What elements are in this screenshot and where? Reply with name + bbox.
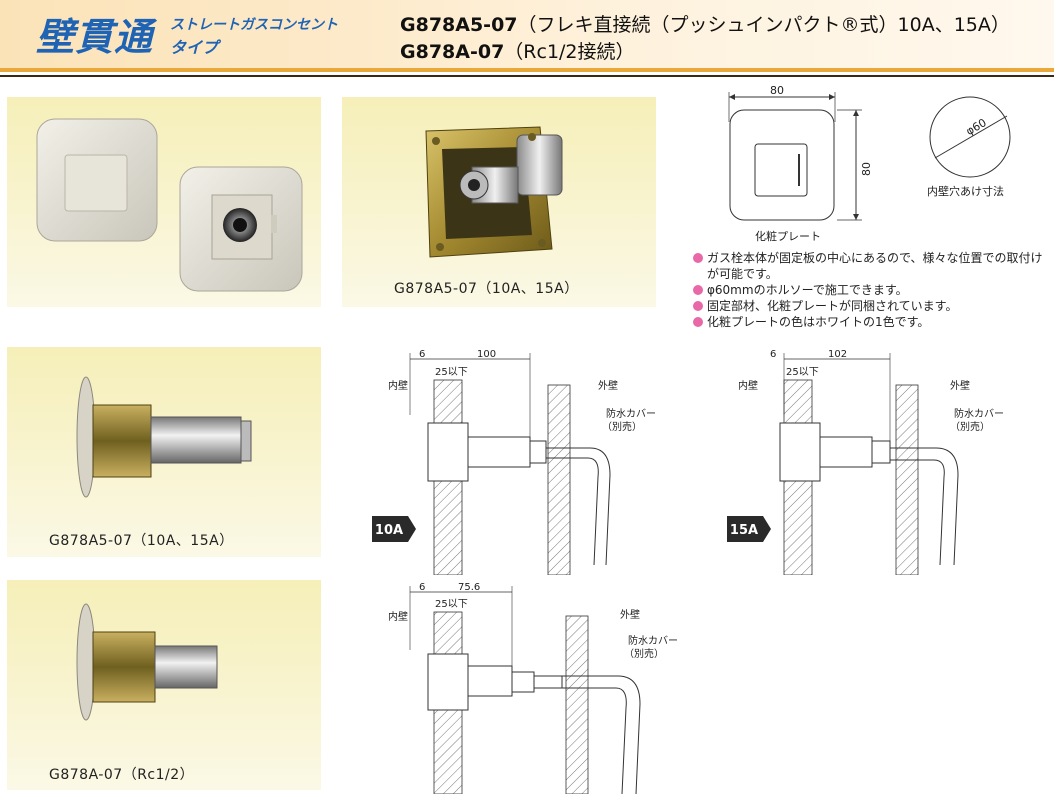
inner-wall-label: 内壁	[738, 379, 758, 392]
cover-note: （別売）	[602, 420, 642, 433]
dim-total: 102	[828, 349, 847, 360]
note-item: φ60mmのホルソーで施工できます。	[693, 282, 1043, 298]
photo-panel-side-a5: G878A5-07（10A、15A）	[7, 347, 321, 557]
note-item: 化粧プレートの色はホワイトの1色です。	[693, 314, 1043, 330]
bullet-dot-icon	[693, 301, 703, 311]
dim-left: 6	[419, 349, 425, 360]
plate-dimension-drawing: 80 80 化粧プレート φ60 内壁穴あけ寸法	[728, 84, 1011, 243]
model-line-2: G878A-07（Rc1/2接続）	[400, 37, 635, 64]
box-photo-image	[425, 126, 563, 258]
inner-wall-label: 内壁	[388, 379, 408, 392]
cover-note: （別売）	[624, 647, 664, 660]
photo-caption-box: G878A5-07（10A、15A）	[394, 281, 579, 297]
brand-subtitle-1: ストレートガスコンセント	[170, 17, 338, 33]
dim-total: 100	[477, 349, 496, 360]
note-item: 固定部材、化粧プレートが同梱されています。	[693, 298, 1043, 314]
photo-panel-side-rc: G878A-07（Rc1/2）	[7, 580, 321, 790]
note-item: ガス栓本体が固定板の中心にあるので、様々な位置での取付けが可能です。	[693, 250, 1043, 282]
plate-label: 化粧プレート	[755, 229, 821, 243]
section-diagram-15a: 6 102 25以下 内壁 外壁 防水カバー （別売）	[738, 349, 1004, 575]
plate-width-dim: 80	[770, 84, 784, 97]
inner-wall-label: 内壁	[388, 610, 408, 623]
outer-wall-label: 外壁	[950, 379, 970, 392]
size-badge-10a: 10A	[372, 516, 416, 542]
plate-height-dim: 80	[860, 162, 873, 176]
dim-left: 6	[770, 349, 776, 360]
model2-desc: （Rc1/2接続）	[504, 41, 635, 63]
section-diagram-10a: 6 100 25以下 内壁 外壁 防水カバー （別売）	[388, 349, 656, 575]
model1-code: G878A5-07	[400, 14, 518, 36]
photo-caption-side-rc: G878A-07（Rc1/2）	[49, 767, 195, 783]
photo-panel-box: G878A5-07（10A、15A）	[342, 97, 656, 307]
photo-caption-side-a5: G878A5-07（10A、15A）	[49, 533, 234, 549]
outer-wall-label: 外壁	[598, 379, 618, 392]
header-rule-orange	[0, 68, 1054, 72]
model2-code: G878A-07	[400, 41, 505, 63]
dim-wall: 25以下	[435, 599, 468, 610]
brand-subtitle-2: タイプ	[170, 38, 219, 57]
dim-wall: 25以下	[435, 367, 468, 378]
page-header: 壁貫通 ストレートガスコンセント タイプ G878A5-07（フレキ直接続（プッ…	[0, 0, 1054, 68]
size-badge-15a: 15A	[727, 516, 771, 542]
badge-15a-text: 15A	[730, 523, 758, 538]
photo-panel-plates	[7, 97, 321, 307]
dim-left: 6	[419, 582, 425, 593]
section-diagram-rc: 6 75.6 25以下 内壁 外壁 防水カバー （別売）	[388, 582, 678, 794]
side-photo-a5-image	[76, 376, 252, 498]
bullet-dot-icon	[693, 317, 703, 327]
plate-photo-image	[36, 118, 303, 292]
outer-wall-label: 外壁	[620, 608, 640, 621]
cover-label: 防水カバー	[954, 407, 1004, 420]
hole-label: 内壁穴あけ寸法	[927, 184, 1004, 198]
cover-label: 防水カバー	[606, 407, 656, 420]
badge-10a-text: 10A	[375, 523, 403, 538]
feature-notes: ガス栓本体が固定板の中心にあるので、様々な位置での取付けが可能です。 φ60mm…	[693, 250, 1043, 330]
bullet-dot-icon	[693, 253, 703, 263]
header-rule-dark	[0, 75, 1054, 77]
dim-total: 75.6	[458, 582, 480, 593]
bullet-dot-icon	[693, 285, 703, 295]
brand-title: 壁貫通	[36, 15, 154, 59]
cover-note: （別売）	[950, 420, 990, 433]
dim-wall: 25以下	[786, 367, 819, 378]
side-photo-rc-image	[76, 603, 218, 721]
model-line-1: G878A5-07（フレキ直接続（プッシュインパクト®式）10A、15A）	[400, 10, 1010, 37]
model1-desc: （フレキ直接続（プッシュインパクト®式）10A、15A）	[517, 14, 1010, 36]
cover-label: 防水カバー	[628, 634, 678, 647]
